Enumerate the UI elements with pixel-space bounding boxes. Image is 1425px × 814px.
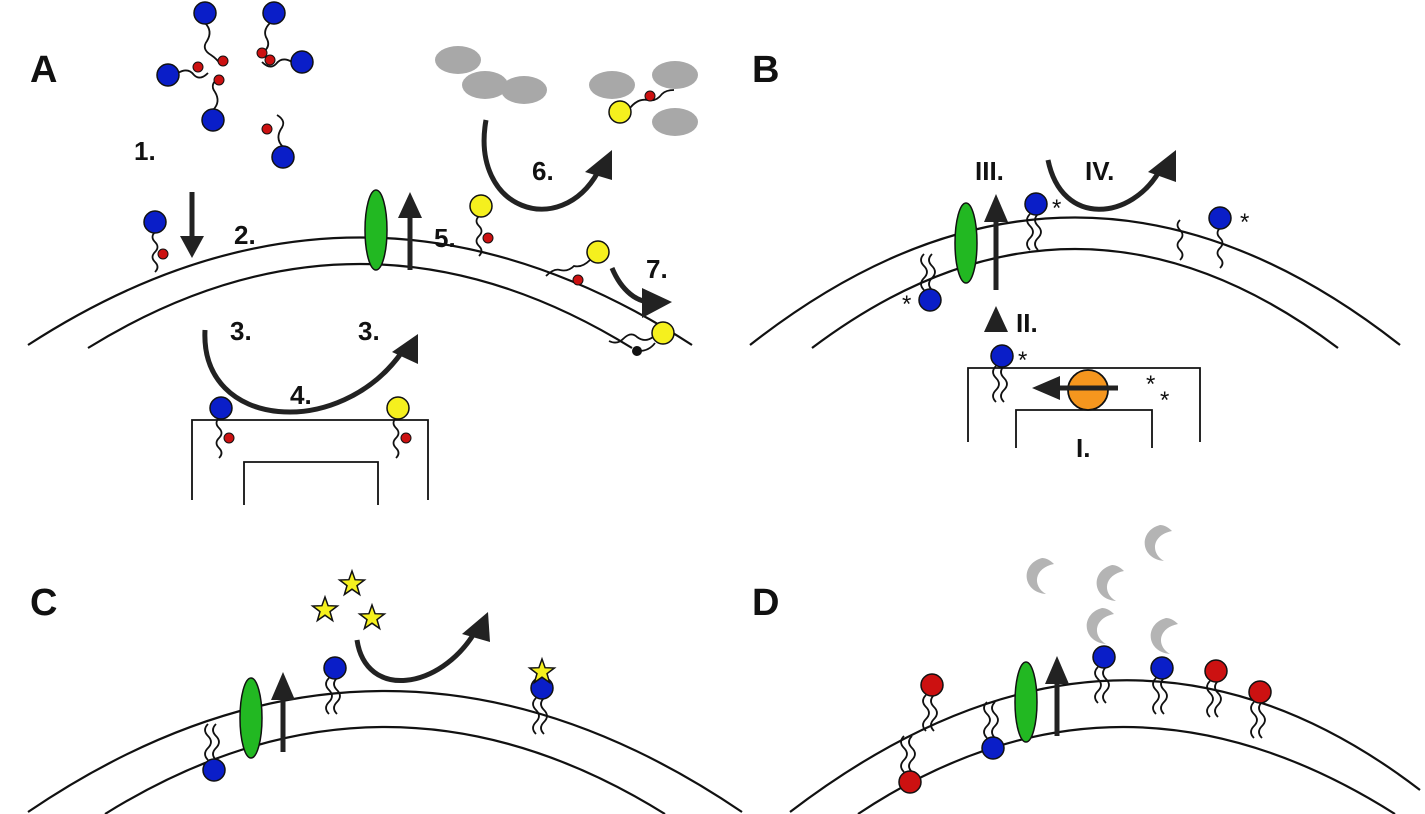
organelle-outer-membrane	[967, 367, 1201, 442]
flippase-transporter	[364, 189, 388, 271]
inner-leaflet-lipid	[918, 253, 942, 312]
panel-letter-c: C	[30, 582, 57, 624]
outer-leaflet-lipid-red	[1204, 659, 1228, 718]
arrow-cleavage	[609, 266, 672, 318]
inner-leaflet-lipid-red	[898, 735, 922, 794]
label-asterisk: *	[1018, 347, 1027, 374]
crescent-protein-icon	[1096, 565, 1124, 601]
membrane-outer-leaflet	[789, 679, 1421, 813]
panel-d: D	[752, 525, 1421, 814]
inserted-lipid-outer	[143, 210, 169, 273]
step-label-5: 5.	[434, 223, 456, 253]
crescent-protein-icon	[1086, 608, 1114, 644]
organelle-inner-membrane	[243, 461, 379, 505]
outer-leaflet-lipid	[1024, 192, 1048, 251]
arrow-translocation	[398, 192, 422, 270]
acceptor-protein	[652, 61, 698, 89]
panel-letter-a: A	[30, 49, 57, 91]
panel-letter-b: B	[752, 49, 779, 91]
flippase-transporter	[954, 202, 978, 284]
step-label-iv: IV.	[1085, 156, 1114, 186]
inner-leaflet-lipid-blue	[981, 701, 1005, 760]
ligand-star-icon	[358, 604, 386, 630]
step-label-3a: 3.	[230, 316, 252, 346]
organelle-lipid-blue	[209, 396, 235, 459]
ligand-bound-lipid	[528, 658, 556, 735]
arrow-ligand-binding	[354, 612, 490, 683]
acceptor-protein	[462, 71, 508, 99]
free-lipid-cluster	[156, 1, 314, 169]
acceptor-protein	[501, 76, 547, 104]
arrow-iv	[1045, 150, 1176, 212]
step-label-4: 4.	[290, 380, 312, 410]
organelle-lipid-yellow	[386, 396, 412, 459]
lipid-before-cleavage	[545, 240, 610, 286]
arrow-translocation	[271, 672, 295, 752]
step-label-ii: II.	[1016, 308, 1038, 338]
organelle-outer-membrane	[191, 419, 429, 500]
step-label-iii: III.	[975, 156, 1004, 186]
acceptor-protein	[435, 46, 481, 74]
lysolipid	[1208, 206, 1232, 269]
acceptor-bound-lipid	[608, 89, 675, 124]
remaining-acyl-chain	[1176, 219, 1184, 261]
arrow-vesicle-transfer	[202, 329, 418, 415]
crescent-protein-icon	[1150, 618, 1178, 654]
step-label-2: 2.	[234, 220, 256, 250]
outer-leaflet-lipid-blue	[1150, 656, 1174, 715]
ligand-stars	[311, 570, 386, 630]
label-asterisk: *	[1146, 371, 1155, 398]
step-label-i: I.	[1076, 433, 1090, 463]
arrow-translocation	[1045, 656, 1069, 736]
crescent-protein-icon	[1026, 558, 1054, 594]
membrane-inner-leaflet	[857, 726, 1396, 814]
binding-proteins	[1026, 525, 1178, 654]
panel-b: B * III. II. * IV.	[749, 49, 1401, 463]
ligand-star-icon	[338, 570, 366, 596]
panel-a: A	[27, 1, 698, 505]
outer-leaflet-lipid-red	[920, 673, 944, 732]
inner-leaflet-lipid	[202, 723, 226, 782]
outer-leaflet-lipid-red	[1248, 680, 1272, 739]
acceptor-protein	[652, 108, 698, 136]
outer-leaflet-lipid-blue	[1092, 645, 1116, 704]
membrane-inner-leaflet	[104, 725, 666, 814]
flippase-transporter	[1014, 661, 1038, 743]
cleaved-lipid	[608, 321, 675, 356]
step-label-1: 1.	[134, 136, 156, 166]
ligand-star-icon	[311, 596, 339, 622]
panel-c: C	[27, 570, 743, 814]
panel-letter-d: D	[752, 582, 779, 624]
newly-synthesized-lipid	[990, 344, 1014, 403]
label-asterisk: *	[1160, 387, 1169, 414]
label-asterisk: *	[1052, 195, 1061, 222]
membrane-outer-leaflet	[27, 690, 743, 813]
membrane-inner-leaflet	[87, 263, 633, 349]
label-asterisk: *	[1240, 209, 1249, 236]
arrow-ii	[984, 306, 1008, 332]
arrow-insertion	[180, 192, 204, 258]
arrow-iii	[984, 194, 1008, 290]
flippase-transporter	[239, 677, 263, 759]
membrane-outer-leaflet	[749, 216, 1401, 346]
membrane-inner-leaflet	[811, 248, 1339, 349]
step-label-6: 6.	[532, 156, 554, 186]
label-asterisk: *	[902, 291, 911, 318]
crescent-protein-icon	[1144, 525, 1172, 561]
arrow-i-synthesis	[1032, 376, 1118, 400]
outer-leaflet-lipid	[323, 656, 347, 715]
step-label-7: 7.	[646, 254, 668, 284]
membrane-outer-leaflet	[27, 236, 693, 346]
arrow-extraction	[481, 119, 612, 212]
converted-lipid	[469, 194, 494, 257]
acceptor-protein	[589, 71, 635, 99]
step-label-3b: 3.	[358, 316, 380, 346]
